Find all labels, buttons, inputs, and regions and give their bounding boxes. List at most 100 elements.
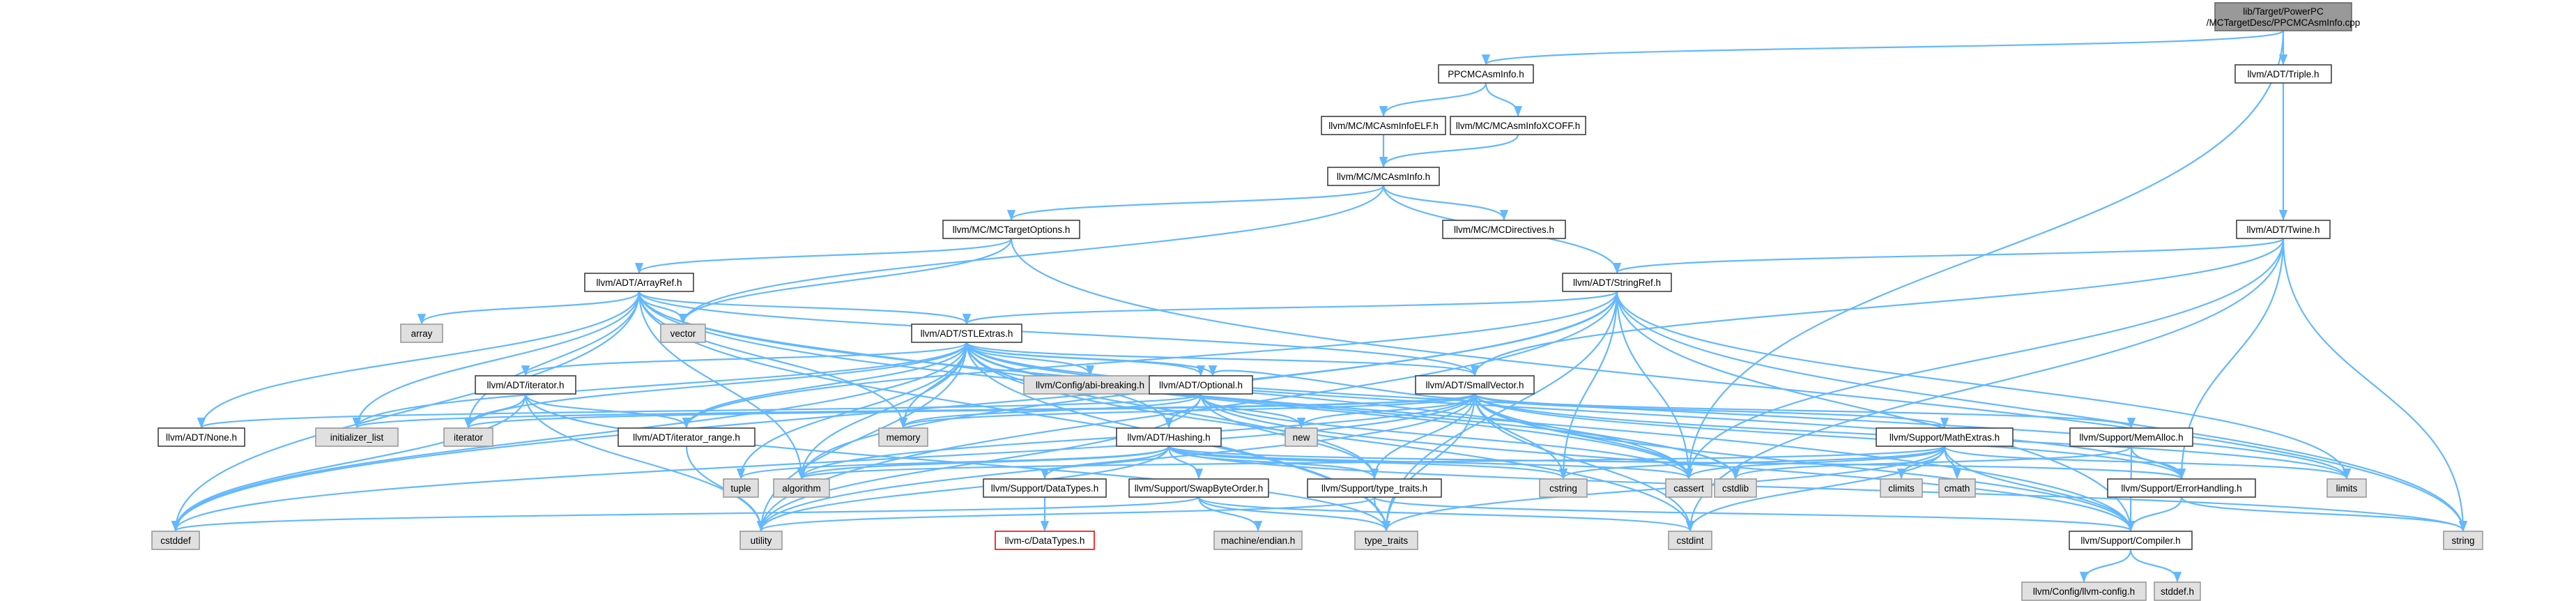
node-label: cassert <box>1673 483 1704 494</box>
node-vector[interactable]: vector <box>660 324 706 343</box>
edge-stlextras-to-tuple <box>736 342 968 480</box>
node-box <box>1149 375 1253 395</box>
node-box <box>2234 64 2332 84</box>
edge-memalloc-to-errorhandling <box>2130 446 2186 480</box>
node-arrayref[interactable]: llvm/ADT/ArrayRef.h <box>584 273 694 292</box>
node-cstdint[interactable]: cstdint <box>1668 531 1712 550</box>
node-label: new <box>1293 432 1310 443</box>
edge-smallvector-to-type_traits_h <box>1370 393 1476 480</box>
node-cstddef[interactable]: cstddef <box>151 531 200 550</box>
node-box <box>151 531 200 550</box>
node-iterator_range[interactable]: llvm/ADT/iterator_range.h <box>618 427 756 447</box>
node-compiler[interactable]: llvm/Support/Compiler.h <box>2069 531 2193 550</box>
node-stringref[interactable]: llvm/ADT/StringRef.h <box>1562 273 1672 292</box>
node-mcasminfoelf[interactable]: llvm/MC/MCAsmInfoELF.h <box>1321 116 1446 135</box>
edge-arrayref-to-iterator <box>463 291 641 429</box>
node-triple[interactable]: llvm/ADT/Triple.h <box>2234 64 2332 84</box>
node-cmath[interactable]: cmath <box>1938 478 1976 498</box>
node-memory[interactable]: memory <box>878 427 928 447</box>
node-errorhandling[interactable]: llvm/Support/ErrorHandling.h <box>2107 478 2256 498</box>
edge-hashing-to-errorhandling <box>1167 445 2186 480</box>
node-tuple[interactable]: tuple <box>723 478 759 498</box>
node-label: algorithm <box>782 483 821 494</box>
node-label: llvm/MC/MCAsmInfoXCOFF.h <box>1456 121 1581 131</box>
node-llvmconfig[interactable]: llvm/Config/llvm-config.h <box>2021 581 2147 601</box>
node-iterator[interactable]: iterator <box>443 427 493 447</box>
node-mcdirectives[interactable]: llvm/MC/MCDirectives.h <box>1442 220 1566 239</box>
node-climits[interactable]: climits <box>1880 478 1923 498</box>
node-array[interactable]: array <box>400 324 443 343</box>
node-label: llvm/MC/MCDirectives.h <box>1454 225 1554 235</box>
node-optional[interactable]: llvm/ADT/Optional.h <box>1149 375 1253 395</box>
node-box <box>400 324 443 343</box>
edge-smallvector-to-cstddef <box>171 393 1476 532</box>
node-datatypes[interactable]: llvm/Support/DataTypes.h <box>983 478 1107 498</box>
node-cstdlib[interactable]: cstdlib <box>1714 478 1757 498</box>
node-label: llvm/MC/MCAsmInfo.h <box>1337 172 1430 182</box>
edge-mathextras-to-cstring <box>1559 446 1946 480</box>
node-label: cstdlib <box>1722 483 1749 494</box>
node-string[interactable]: string <box>2443 531 2483 550</box>
edge-mathextras-to-limits <box>1943 445 2351 480</box>
node-c_datatypes[interactable]: llvm-c/DataTypes.h <box>995 531 1095 550</box>
node-ppcmcasminfo_h[interactable]: PPCMCAsmInfo.h <box>1438 64 1534 84</box>
node-algorithm[interactable]: algorithm <box>773 478 830 498</box>
node-label: llvm/ADT/Hashing.h <box>1127 432 1210 443</box>
node-box <box>1327 167 1440 186</box>
node-box <box>2236 220 2331 239</box>
edge-mcasminfoxcoff-to-mcasminfo <box>1379 134 1519 168</box>
node-label: llvm/ADT/StringRef.h <box>1573 277 1661 288</box>
node-memalloc[interactable]: llvm/Support/MemAlloc.h <box>2069 427 2193 447</box>
node-hashing[interactable]: llvm/ADT/Hashing.h <box>1116 427 1222 447</box>
node-twine[interactable]: llvm/ADT/Twine.h <box>2236 220 2331 239</box>
node-abibreaking[interactable]: llvm/Config/abi-breaking.h <box>1023 375 1157 395</box>
node-box <box>2107 478 2256 498</box>
edge-type_traits_h-to-compiler <box>1373 496 2135 532</box>
edge-smallvector-to-memory <box>899 393 1476 429</box>
edge-adt_iterator-to-cstddef <box>171 393 527 532</box>
node-root[interactable]: lib/Target/PowerPC/MCTargetDesc/PPCMCAsm… <box>2207 2 2361 31</box>
node-cassert[interactable]: cassert <box>1665 478 1712 498</box>
node-stlextras[interactable]: llvm/ADT/STLExtras.h <box>911 324 1022 343</box>
node-box <box>1714 478 1757 498</box>
edge-arrayref-to-memory <box>638 291 908 429</box>
node-none[interactable]: llvm/ADT/None.h <box>158 427 245 447</box>
node-label: tuple <box>730 483 751 494</box>
node-mcasminfo[interactable]: llvm/MC/MCAsmInfo.h <box>1327 167 1440 186</box>
node-initializer_list[interactable]: initializer_list <box>315 427 399 447</box>
edge-stringref-to-compiler <box>1616 291 2136 532</box>
node-cstring[interactable]: cstring <box>1539 478 1588 498</box>
node-box <box>1450 116 1586 135</box>
edge-stringref-to-limits <box>1616 291 2352 480</box>
node-mathextras[interactable]: llvm/Support/MathExtras.h <box>1876 427 2014 447</box>
node-adt_iterator[interactable]: llvm/ADT/iterator.h <box>475 375 576 395</box>
edge-mcasminfo-to-vector <box>678 185 1385 325</box>
edge-root-to-ppcmcasminfo_h <box>1482 29 2285 66</box>
edge-mctargetoptions-to-arrayref <box>635 238 1013 274</box>
node-box <box>1023 375 1157 395</box>
node-endian[interactable]: machine/endian.h <box>1213 531 1303 550</box>
node-mcasminfoxcoff[interactable]: llvm/MC/MCAsmInfoXCOFF.h <box>1450 116 1586 135</box>
node-label: string <box>2451 535 2474 546</box>
node-stddef[interactable]: stddef.h <box>2154 581 2201 601</box>
node-utility[interactable]: utility <box>739 531 783 550</box>
node-smallvector[interactable]: llvm/ADT/SmallVector.h <box>1415 375 1535 395</box>
edge-twine-to-errorhandling <box>2177 238 2285 480</box>
node-type_traits_h[interactable]: llvm/Support/type_traits.h <box>1307 478 1442 498</box>
node-mctargetoptions[interactable]: llvm/MC/MCTargetOptions.h <box>942 220 1080 239</box>
node-label: cstddef <box>160 535 191 546</box>
node-label: iterator <box>454 432 484 443</box>
node-new[interactable]: new <box>1285 427 1318 447</box>
node-label: climits <box>1888 483 1915 494</box>
node-label: llvm/ADT/STLExtras.h <box>921 328 1013 339</box>
node-type_traits[interactable]: type_traits <box>1354 531 1418 550</box>
node-label: llvm/MC/MCAsmInfoELF.h <box>1328 121 1439 131</box>
edge-twine-to-cstdint <box>1685 238 2285 532</box>
edge-stringref-to-cassert <box>1616 291 1694 480</box>
node-limits[interactable]: limits <box>2326 478 2367 498</box>
node-swapbyteorder[interactable]: llvm/Support/SwapByteOrder.h <box>1128 478 1269 498</box>
node-box <box>2069 427 2193 447</box>
node-label: llvm/ADT/iterator_range.h <box>633 432 740 443</box>
edge-stlextras-to-utility <box>756 342 968 532</box>
node-label: llvm/Config/abi-breaking.h <box>1036 380 1144 390</box>
